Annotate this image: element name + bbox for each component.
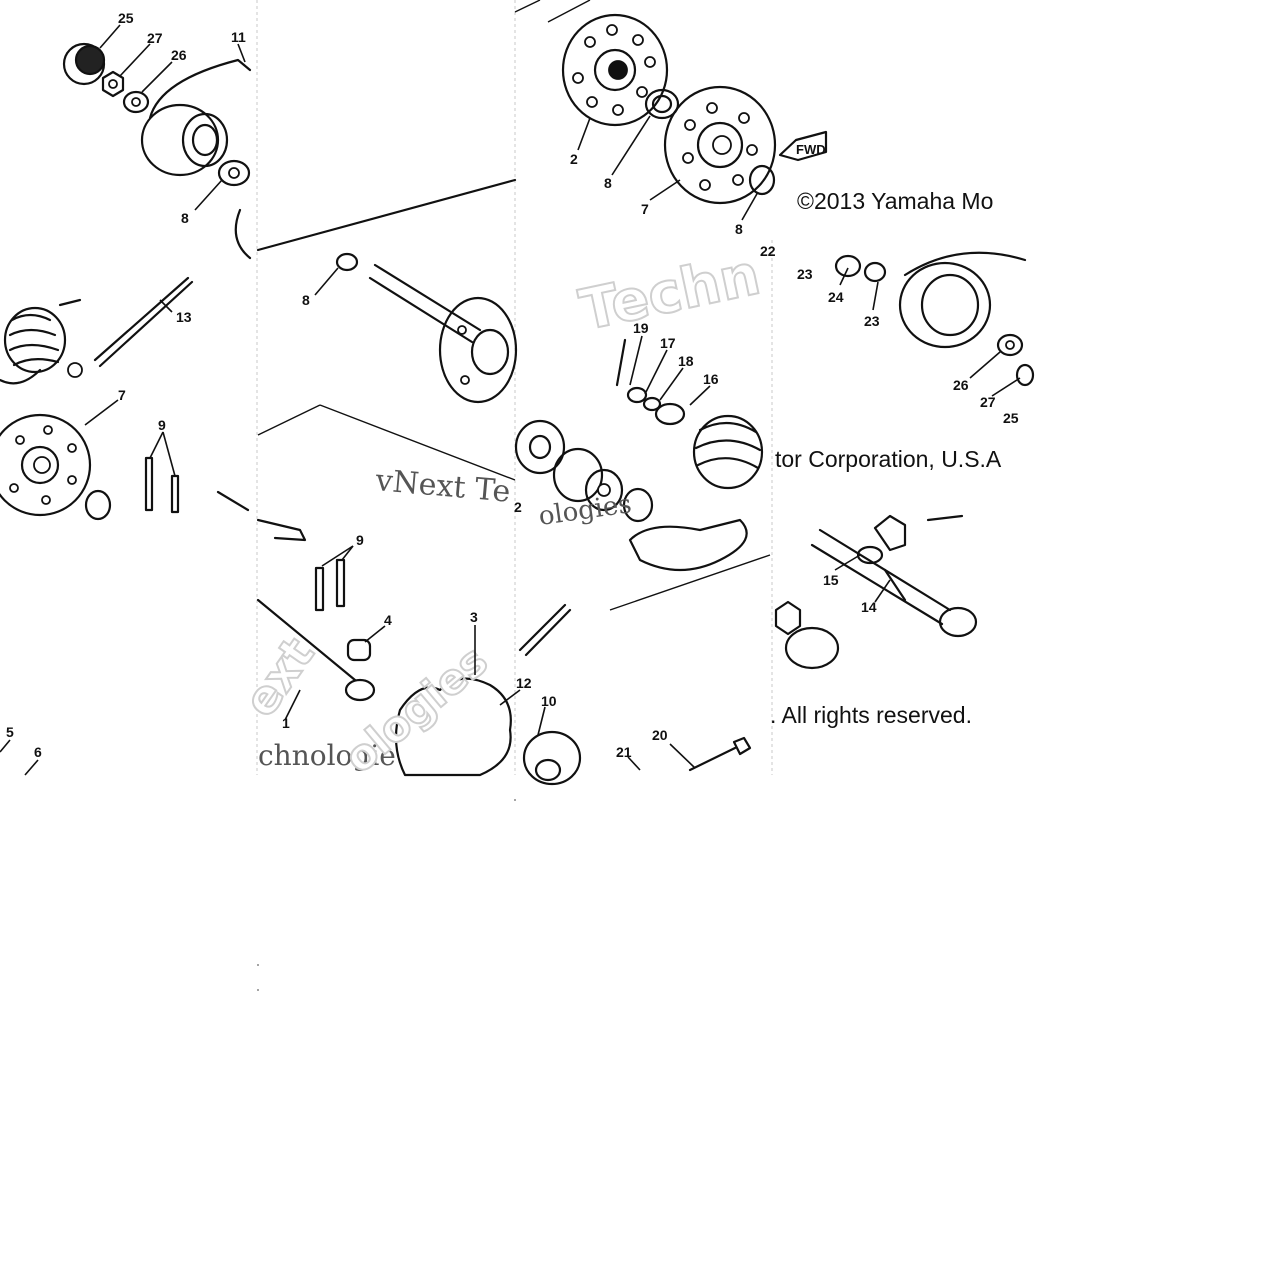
callout-8: 8 <box>302 292 310 308</box>
callout-26: 26 <box>953 377 969 393</box>
callout-7: 7 <box>641 201 649 217</box>
callout-9: 9 <box>158 417 166 433</box>
bolt-assembly <box>774 514 978 670</box>
copyright-line-1: ©2013 Yamaha Mo <box>797 188 993 214</box>
fwd-label: FWD <box>796 142 826 157</box>
callout-leaders <box>0 24 1021 776</box>
callout-2: 2 <box>514 499 522 515</box>
watermark: Techn vNext Te ologies ext chnologie olo… <box>232 241 767 783</box>
callout-27: 27 <box>980 394 996 410</box>
callout-12: 12 <box>516 675 532 691</box>
copyright-line-3: . All rights reserved. <box>770 702 972 728</box>
callout-17: 17 <box>660 335 676 351</box>
housing-assembly <box>216 490 752 786</box>
callout-23: 23 <box>797 266 813 282</box>
callout-18: 18 <box>678 353 694 369</box>
copyright-line-2: tor Corporation, U.S.A <box>775 446 1002 472</box>
spring-assembly <box>0 276 194 521</box>
right-cap-assembly <box>834 251 1035 387</box>
tile-boundaries <box>256 0 773 775</box>
callout-8: 8 <box>735 221 743 237</box>
callout-8: 8 <box>604 175 612 191</box>
bearing-assembly <box>257 0 771 611</box>
watermark-ologies-rotated: ologies <box>335 636 497 783</box>
callout-13: 13 <box>176 309 192 325</box>
callout-1: 1 <box>282 715 290 731</box>
callout-7: 7 <box>118 387 126 403</box>
callout-2: 2 <box>570 151 578 167</box>
callout-8: 8 <box>181 210 189 226</box>
callout-9: 9 <box>356 532 364 548</box>
callout-19: 19 <box>633 320 649 336</box>
callout-25: 25 <box>118 10 134 26</box>
callout-numbers: 25 27 26 11 8 2 8 7 8 13 7 9 8 19 17 18 … <box>6 10 1019 760</box>
callout-4: 4 <box>384 612 392 628</box>
watermark-techn: Techn <box>574 242 765 343</box>
fwd-arrow-icon <box>778 130 828 162</box>
callout-5: 5 <box>6 724 14 740</box>
sheave-assembly: FWD <box>547 0 828 205</box>
callout-6: 6 <box>34 744 42 760</box>
cap-assembly <box>62 42 252 260</box>
callout-23: 23 <box>864 313 880 329</box>
callout-3: 3 <box>470 609 478 625</box>
watermark-chnologies: chnologie <box>258 739 396 772</box>
callout-15: 15 <box>823 572 839 588</box>
scan-specks <box>257 799 516 991</box>
callout-20: 20 <box>652 727 668 743</box>
callout-22: 22 <box>760 243 776 259</box>
callout-26: 26 <box>171 47 187 63</box>
callout-11: 11 <box>231 29 246 45</box>
callout-16: 16 <box>703 371 719 387</box>
callout-24: 24 <box>828 289 844 305</box>
callout-27: 27 <box>147 30 163 46</box>
callout-14: 14 <box>861 599 877 615</box>
shaft-assembly <box>256 178 518 404</box>
watermark-ologies: ologies <box>537 489 634 532</box>
callout-10: 10 <box>541 693 557 709</box>
copyright: ©2013 Yamaha Mo tor Corporation, U.S.A .… <box>770 188 1002 728</box>
callout-21: 21 <box>616 744 632 760</box>
callout-25: 25 <box>1003 410 1019 426</box>
